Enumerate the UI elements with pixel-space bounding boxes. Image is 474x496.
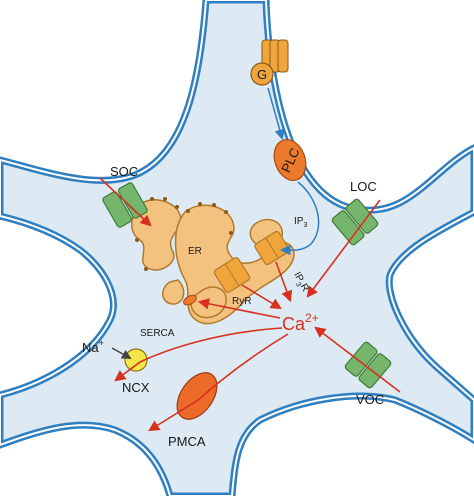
na-label: Na+: [82, 338, 104, 355]
soc-channel: [102, 182, 148, 228]
serca-pump: [183, 294, 197, 306]
loc-influx-arrow: [306, 199, 381, 298]
serca-uptake-arrow: [197, 298, 281, 319]
g-protein-label: G: [257, 67, 267, 82]
plc-to-ip3r-arrow: [279, 181, 320, 256]
soc-influx-arrow: [99, 177, 152, 227]
pmca-efflux-arrow: [148, 333, 289, 432]
calcium-label: Ca2+: [282, 311, 319, 334]
ip3r-channel: [254, 230, 290, 266]
gpcr-receptor: [261, 39, 289, 73]
serca-label: SERCA: [140, 328, 175, 339]
g-protein: [250, 62, 274, 86]
voc-influx-arrow: [314, 326, 401, 393]
plc-enzyme: [273, 139, 307, 181]
ncx-efflux-arrow: [114, 327, 283, 382]
ip3r-release-arrow: [275, 261, 293, 303]
g-to-plc-arrow: [267, 87, 285, 141]
ncx-label: NCX: [122, 380, 150, 395]
er-label: ER: [188, 246, 202, 257]
ryr-label: RyR: [232, 296, 251, 307]
ryr-channel: [213, 257, 251, 293]
soc-label: SOC: [110, 164, 138, 179]
ip3-label: IP3: [294, 216, 307, 229]
voc-channel: [344, 341, 392, 389]
loc-channel: [331, 198, 379, 246]
voc-label: VOC: [356, 392, 384, 407]
na-influx-arrow: [111, 347, 132, 359]
pmca-label: PMCA: [168, 434, 206, 449]
loc-label: LOC: [350, 179, 377, 194]
ryr-release-arrow: [241, 284, 282, 310]
